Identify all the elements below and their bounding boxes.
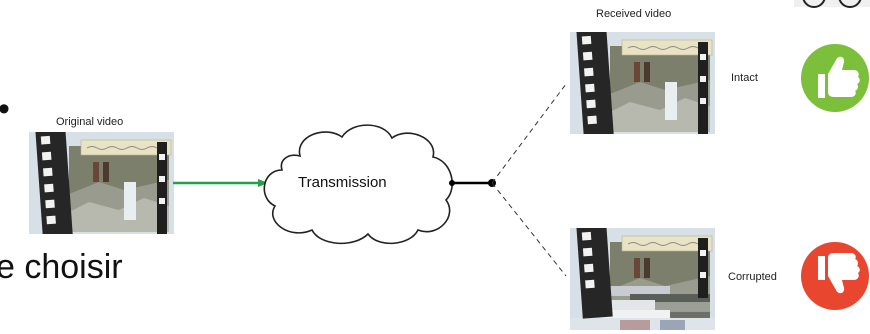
original-video-thumbnail (29, 132, 174, 234)
intact-label: Intact (731, 72, 758, 84)
text-fragment: e choisir (0, 248, 123, 286)
transmission-label: Transmission (298, 174, 387, 191)
transmission-cloud (263, 124, 453, 245)
bullet-fragment: • (0, 90, 10, 129)
branch-line-top (491, 83, 567, 184)
thumbs-up-icon (801, 44, 869, 112)
thumbs-down-icon (801, 242, 869, 310)
top-corner-icons (794, 0, 870, 8)
corrupted-label: Corrupted (728, 271, 777, 283)
received-video-corrupted-thumbnail (570, 228, 715, 330)
received-video-label: Received video (596, 8, 672, 20)
original-video-label: Original video (56, 116, 124, 128)
received-video-intact-thumbnail (570, 32, 715, 134)
branch-line-bottom (491, 182, 567, 277)
